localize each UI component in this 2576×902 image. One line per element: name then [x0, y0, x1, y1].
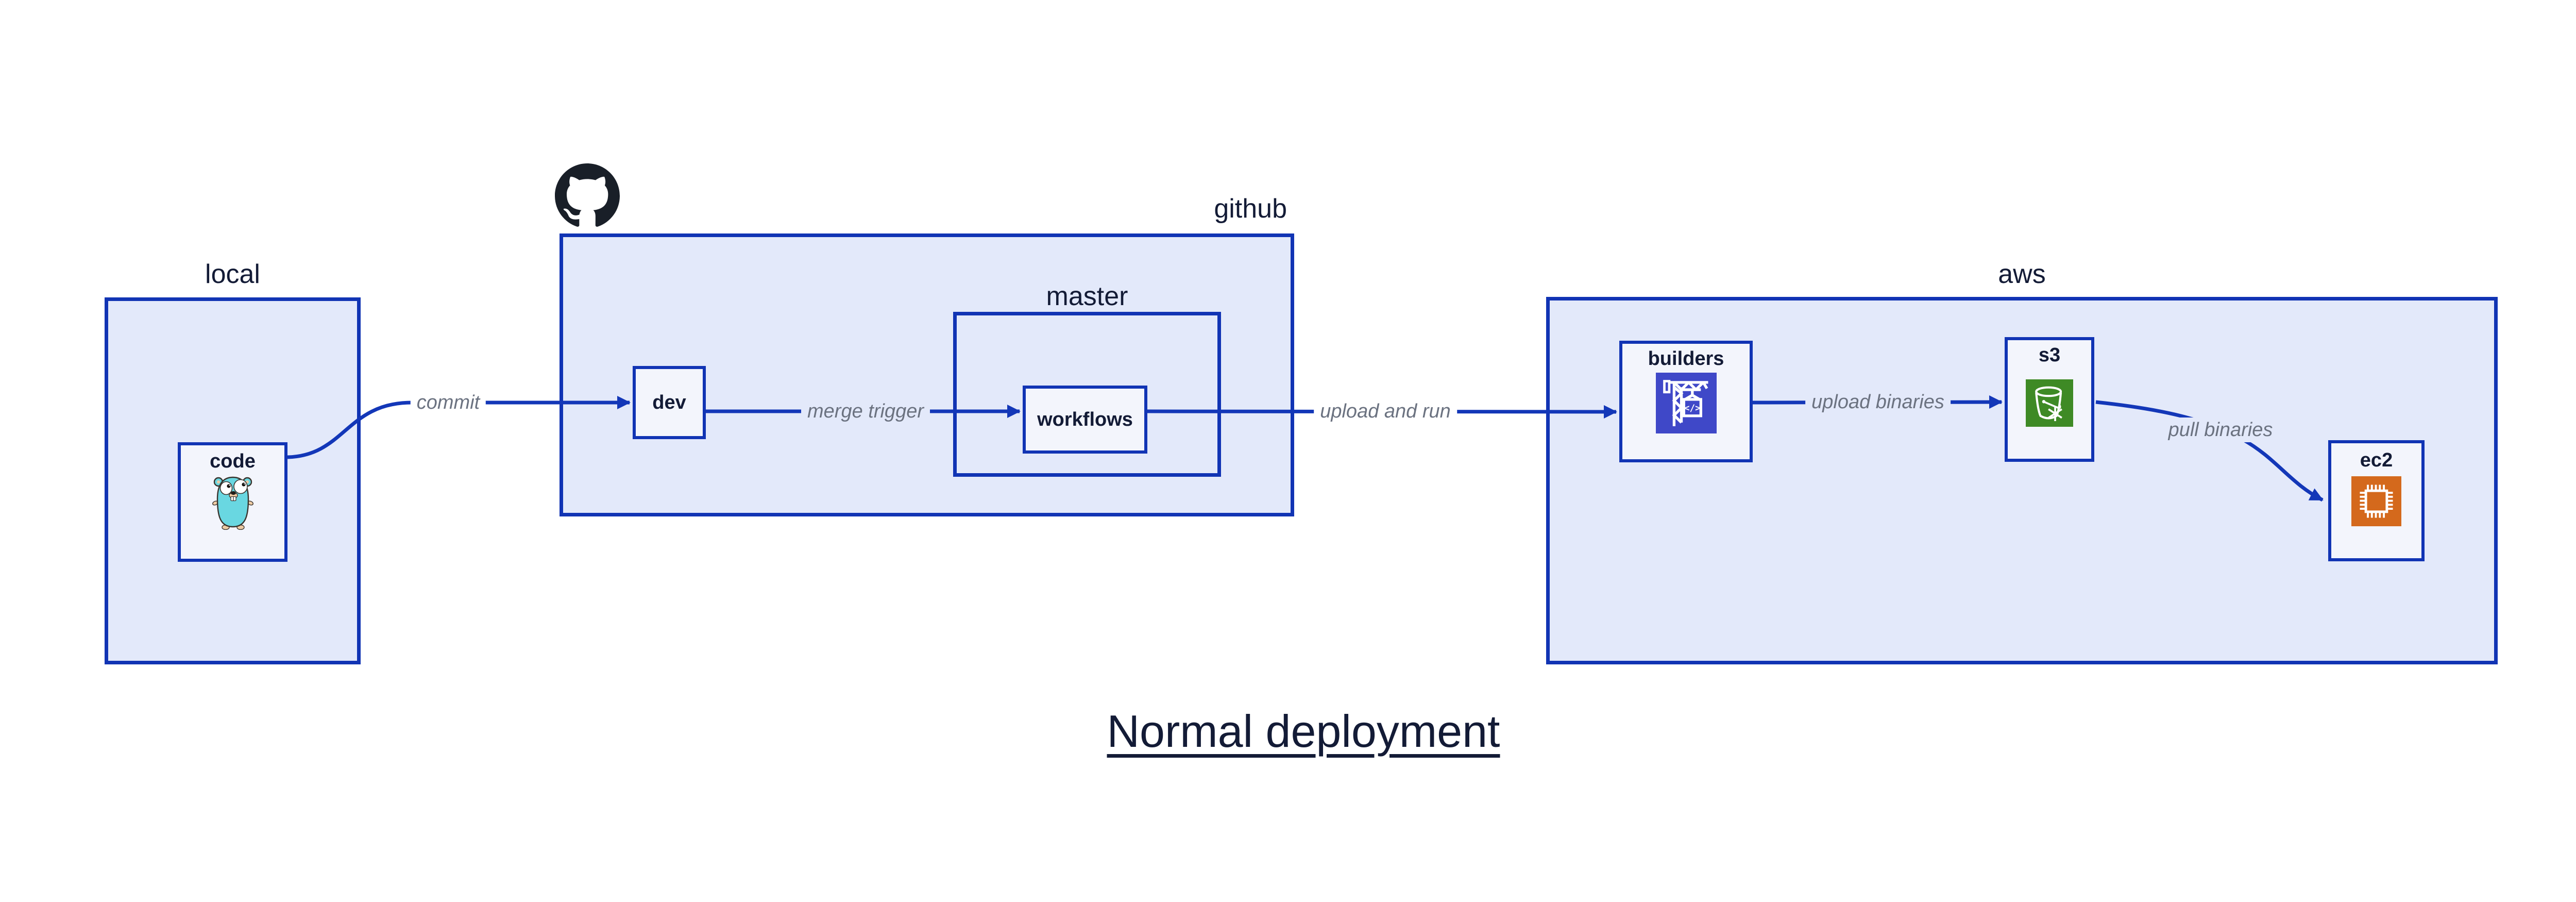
codebuild-icon-code-glyph: </>: [1684, 403, 1700, 413]
edge-label-pull-binaries: pull binaries: [2162, 417, 2279, 442]
ec2-node: ec2: [2328, 440, 2425, 561]
code-node-label: code: [210, 450, 256, 472]
ec2-chip-icon: [2351, 476, 2401, 526]
diagram-title: Normal deployment: [1107, 706, 1500, 757]
s3-bucket-icon: [2026, 379, 2073, 427]
go-gopher-icon: [212, 476, 253, 530]
ec2-node-label: ec2: [2360, 449, 2393, 471]
master-branch-label: master: [1046, 281, 1128, 311]
builders-node: builders </>: [1619, 341, 1753, 462]
local-group-label: local: [205, 259, 260, 289]
github-octocat-icon: [555, 163, 620, 227]
dev-node-label: dev: [652, 392, 686, 413]
edge-label-merge-trigger: merge trigger: [801, 399, 930, 424]
aws-group-label: aws: [1998, 259, 2046, 289]
s3-node-label: s3: [2038, 344, 2061, 366]
github-group-label: github: [1214, 194, 1287, 224]
s3-node: s3: [2005, 337, 2094, 462]
dev-node: dev: [633, 366, 706, 439]
edge-label-commit: commit: [410, 390, 486, 415]
edge-label-upload-binaries: upload binaries: [1805, 390, 1951, 414]
code-node: code: [178, 442, 287, 562]
workflows-node-label: workflows: [1037, 409, 1133, 430]
builders-node-label: builders: [1648, 348, 1724, 370]
workflows-node: workflows: [1023, 386, 1147, 454]
codebuild-crane-icon: </>: [1655, 373, 1717, 433]
edge-label-upload-and-run: upload and run: [1314, 399, 1457, 424]
